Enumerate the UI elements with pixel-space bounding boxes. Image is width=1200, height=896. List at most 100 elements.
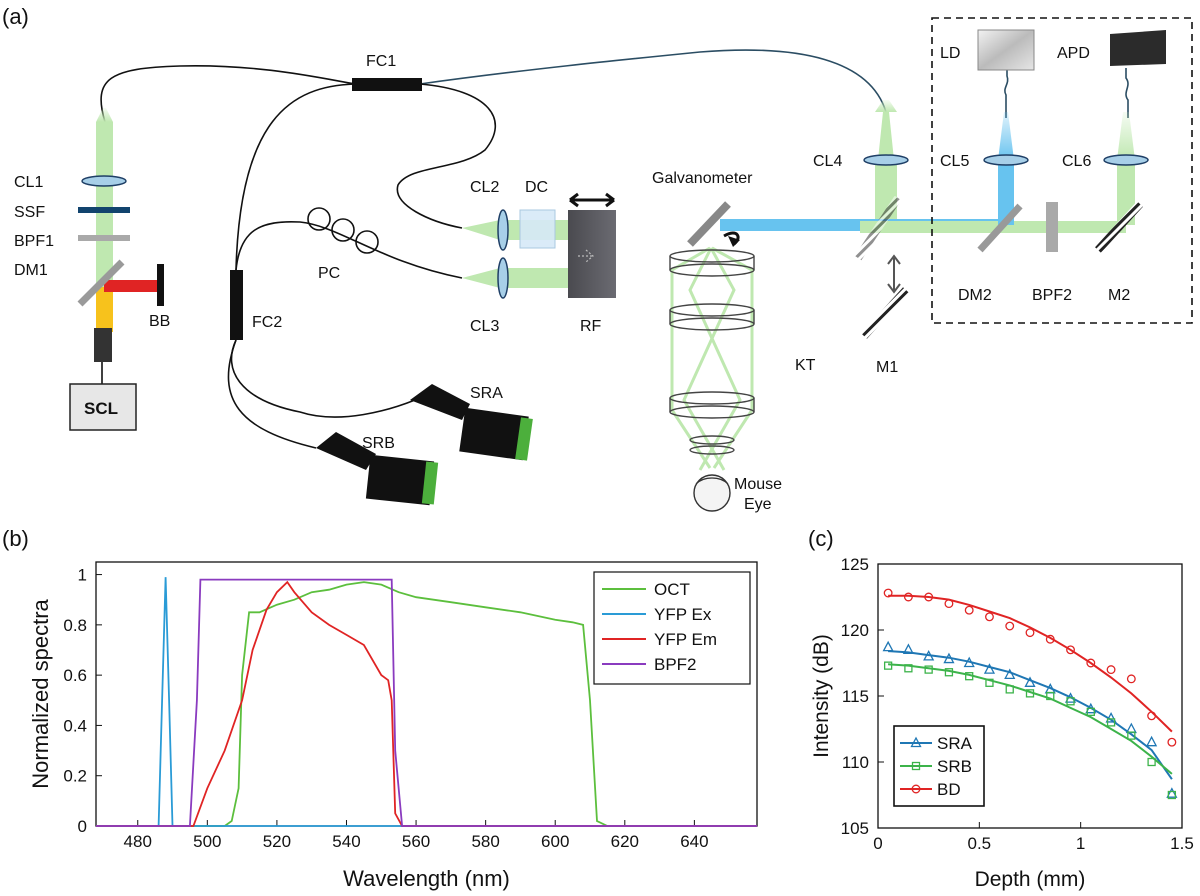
scl-box (69, 383, 137, 431)
cl2-lens (497, 209, 509, 251)
x-tick-label: 520 (263, 832, 291, 851)
data-point (1005, 685, 1014, 694)
beam-left-vertical (96, 122, 113, 287)
legend-label: SRA (937, 734, 973, 753)
data-point (902, 643, 914, 654)
data-point (1105, 712, 1117, 723)
data-point (924, 665, 933, 674)
data-point (1146, 735, 1158, 747)
data-point (1086, 707, 1095, 716)
rf-move-arrow-icon (569, 192, 615, 208)
legend-label: OCT (654, 580, 690, 599)
y-tick-label: 115 (842, 687, 869, 706)
data-point (1147, 757, 1156, 767)
spectrometer-srb (316, 432, 439, 506)
data-point (1127, 731, 1136, 740)
flip-mirror-dashed (854, 195, 902, 261)
beam-cl1-out (96, 108, 113, 122)
m1-move-arrow-icon (887, 254, 901, 294)
label-fc1: FC1 (366, 53, 396, 70)
data-point (1005, 621, 1015, 631)
data-point (1147, 711, 1157, 721)
label-cl3: CL3 (470, 318, 499, 335)
fit-line-bd (888, 594, 1173, 733)
label-m1: M1 (876, 359, 898, 376)
label-fc2: FC2 (252, 314, 282, 331)
data-point (963, 656, 975, 668)
label-ssf: SSF (14, 204, 45, 221)
beam-cl6-cone (1117, 112, 1135, 160)
data-point (1004, 668, 1016, 680)
data-point (1024, 676, 1036, 687)
data-point (1166, 787, 1178, 798)
y-tick-label: 105 (841, 819, 869, 838)
eye-lens-icon (695, 477, 729, 485)
fit-line-srb (888, 663, 1173, 775)
label-mouse: Mouse (734, 476, 782, 493)
spectrometer-sra (410, 384, 533, 461)
data-point (1086, 658, 1096, 668)
data-point (985, 678, 994, 687)
fc1-coupler (352, 78, 422, 91)
beam-cl5-cone (998, 112, 1014, 160)
y-tick-label: 0.8 (63, 616, 87, 635)
dc-block (519, 209, 556, 249)
label-apd: APD (1057, 45, 1090, 62)
panel-b-label: (b) (2, 526, 29, 551)
y-tick-label: 120 (841, 621, 869, 640)
data-point (911, 784, 921, 794)
data-point (1045, 634, 1055, 644)
data-point (1066, 697, 1075, 706)
x-tick-label: 640 (680, 832, 708, 851)
label-sra: SRA (470, 385, 503, 402)
label-bpf1: BPF1 (14, 233, 54, 250)
m2-mirror (1095, 201, 1143, 253)
bpf2-filter (1046, 202, 1058, 252)
dm2-mirror (977, 203, 1023, 253)
x-tick-label: 0 (873, 834, 882, 853)
x-tick-label: 1 (1076, 834, 1085, 853)
label-dc: DC (525, 179, 548, 196)
data-point (1106, 665, 1116, 675)
data-point (882, 640, 894, 652)
data-point (985, 612, 994, 622)
label-bb: BB (149, 313, 170, 330)
cl5-lens (983, 154, 1029, 166)
legend-label: YFP Em (654, 630, 717, 649)
detection-box (931, 17, 1193, 324)
fit-line-sra (888, 650, 1173, 780)
x-tick-label: 480 (124, 832, 152, 851)
data-point (944, 668, 954, 677)
rf-arrow-icon (578, 249, 594, 263)
y-axis-label: Intensity (dB) (810, 634, 833, 758)
bpf1-filter (78, 235, 130, 241)
label-rf: RF (580, 318, 602, 335)
x-tick-label: 0.5 (968, 834, 992, 853)
legend-label: YFP Ex (654, 605, 712, 624)
data-point (983, 663, 996, 674)
label-eye: Eye (744, 496, 772, 513)
beam-blue-vertical (998, 160, 1014, 225)
label-dm1: DM1 (14, 262, 48, 279)
legend-label: BD (937, 780, 961, 799)
ssf-filter (78, 207, 130, 213)
label-galvanometer: Galvanometer (652, 170, 753, 187)
series-line-yfp-em (96, 580, 757, 827)
ld-box (977, 29, 1035, 71)
data-point (944, 599, 954, 609)
data-point (965, 672, 974, 681)
data-point (1125, 722, 1137, 734)
y-tick-label: 110 (842, 753, 869, 772)
x-tick-label: 600 (541, 832, 569, 851)
data-point (1167, 790, 1177, 800)
data-point (904, 664, 913, 673)
data-point (964, 605, 974, 615)
data-point (883, 588, 893, 598)
data-point (911, 761, 921, 771)
beam-cl4-cone (878, 112, 894, 160)
x-axis-label: Depth (mm) (975, 868, 1086, 891)
beam-yellow (96, 287, 113, 332)
data-point (1167, 737, 1177, 747)
